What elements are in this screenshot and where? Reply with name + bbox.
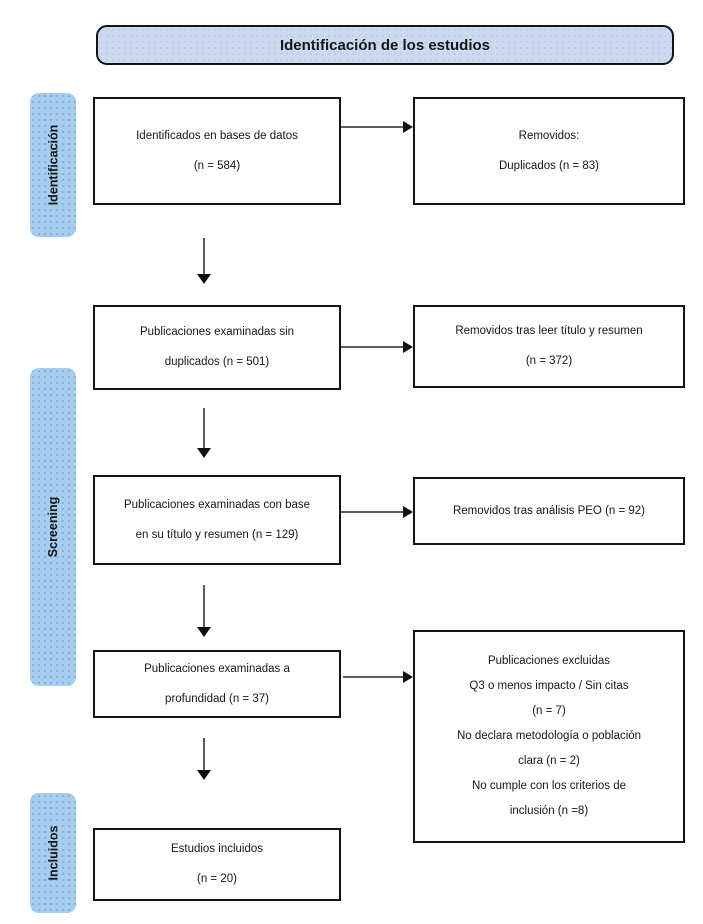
stage-pill-screening: Screening <box>30 368 76 686</box>
box-text-line: Removidos tras análisis PEO (n = 92) <box>452 504 646 517</box>
box-text-line: clara (n = 2) <box>518 755 580 767</box>
arrow-right-icon <box>343 671 413 683</box>
box-text-line: Identificados en bases de datos <box>136 129 298 142</box>
box-fulltext-assessed: Publicaciones examinadas a profundidad (… <box>93 650 341 718</box>
box-text-line: profundidad (n = 37) <box>165 692 269 705</box>
arrow-right-icon <box>341 121 413 133</box>
arrow-down-icon <box>197 238 211 284</box>
box-text-line: en su título y resumen (n = 129) <box>135 528 299 541</box>
stage-pill-incluidos: Incluidos <box>30 793 76 913</box>
box-text-line: Publicaciones examinadas sin <box>139 326 295 338</box>
arrow-down-icon <box>197 738 211 780</box>
box-text-line: Publicaciones examinadas con base <box>123 498 311 511</box>
box-publications-excluded: Publicaciones excluidas Q3 o menos impac… <box>413 630 685 843</box>
box-text-line: (n = 7) <box>532 705 566 717</box>
box-text-line: Removidos tras leer título y resumen <box>455 325 643 337</box>
box-text-line: (n = 372) <box>525 355 573 367</box>
arrow-down-icon <box>197 408 211 458</box>
box-text-line: duplicados (n = 501) <box>164 356 270 368</box>
box-removed-duplicates: Removidos: Duplicados (n = 83) <box>413 97 685 205</box>
stage-pill-identificacion: Identificación <box>30 93 76 237</box>
box-text-line: (n = 584) <box>193 159 241 172</box>
box-text-line: No cumple con los criterios de <box>471 780 627 792</box>
box-screened-title-abstract: Publicaciones examinadas con base en su … <box>93 475 341 565</box>
box-text-line: Publicaciones examinadas a <box>144 662 290 675</box>
box-text-line: Q3 o menos impacto / Sin citas <box>469 680 629 692</box>
box-text-line: Duplicados (n = 83) <box>498 159 600 172</box>
box-studies-included: Estudios incluidos (n = 20) <box>93 828 341 901</box>
box-identified-databases: Identificados en bases de datos (n = 584… <box>93 97 341 205</box>
box-removed-title-abstract: Removidos tras leer título y resumen (n … <box>413 305 685 388</box>
diagram-title-banner: Identificación de los estudios <box>96 25 674 65</box>
box-screened-no-duplicates: Publicaciones examinadas sin duplicados … <box>93 305 341 390</box>
box-text-line: Removidos: <box>518 129 580 142</box>
diagram-title: Identificación de los estudios <box>279 36 491 54</box>
box-removed-peo: Removidos tras análisis PEO (n = 92) <box>413 477 685 545</box>
stage-label-screening: Screening <box>46 496 60 558</box>
box-text-line: (n = 20) <box>197 873 237 885</box>
box-text-line: Estudios incluidos <box>170 843 264 855</box>
stage-label-incluidos: Incluidos <box>46 825 60 881</box>
arrow-down-icon <box>197 585 211 637</box>
arrow-right-icon <box>341 506 413 518</box>
box-text-line: Publicaciones excluidas <box>487 655 611 667</box>
box-text-line: No declara metodología o población <box>456 730 642 742</box>
stage-label-identificacion: Identificación <box>46 124 61 206</box>
arrow-right-icon <box>341 341 413 353</box>
box-text-line: inclusión (n =8) <box>509 805 589 817</box>
